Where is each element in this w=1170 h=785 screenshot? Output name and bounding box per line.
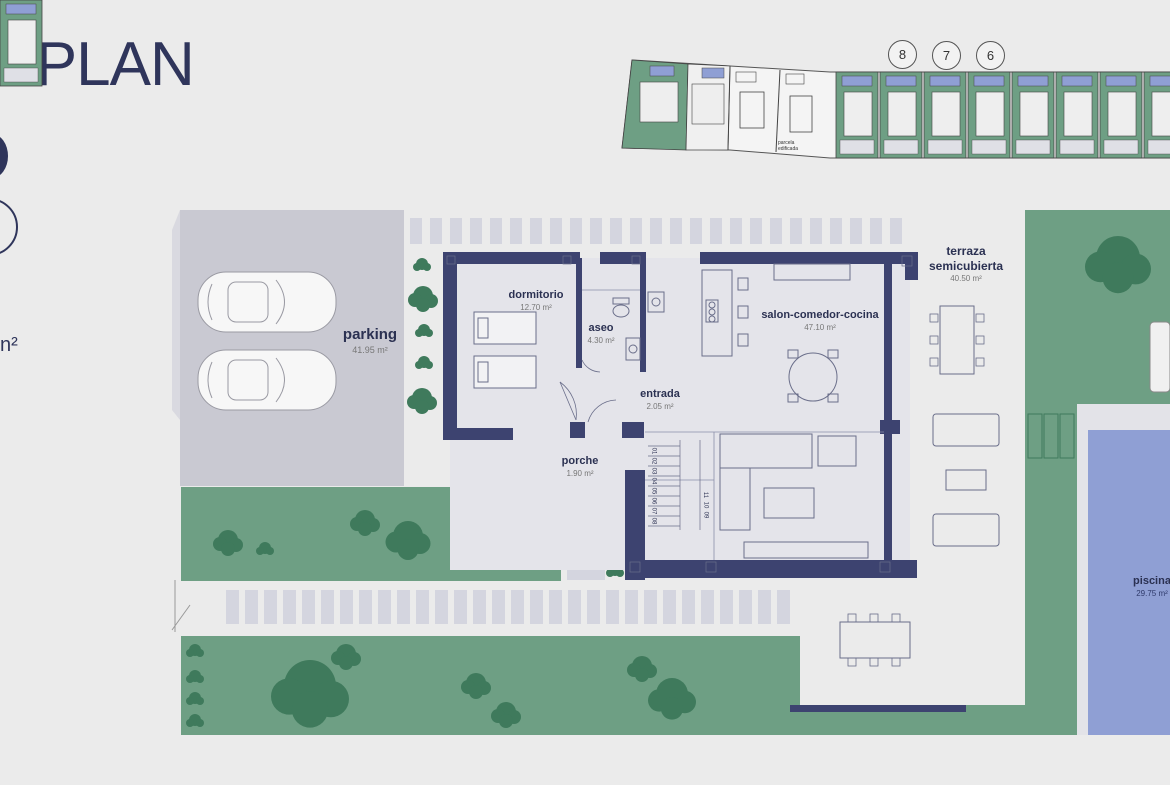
stair-step-08: 08 [650,517,657,525]
room-name: porche [561,455,599,467]
stair-step-05: 05 [650,487,657,495]
stair-step-11: 11 [702,491,709,499]
room-name: entrada [640,388,680,400]
room-label-dormitorio[interactable]: dormitorio 12.70 m² [496,289,576,313]
type-marker-filled [0,134,8,178]
room-name: dormitorio [508,289,564,301]
stair-step-01: 01 [650,447,657,455]
room-name: salon-comedor-cocina [761,309,879,321]
room-area: 41.95 m² [352,344,388,355]
stair-step-02: 02 [650,457,657,465]
area-unit-fragment: n² [0,334,18,356]
room-name: piscina [1133,575,1170,587]
svg-text:edificada: edificada [778,146,798,152]
stair-step-03: 03 [650,467,657,475]
site-map[interactable]: parcela edificada [0,0,1170,159]
stair-step-04: 04 [650,477,657,485]
parking-area [180,210,404,486]
room-label-porche[interactable]: porche 1.90 m² [554,455,606,479]
pool [1088,430,1170,735]
plot-number-7[interactable]: 7 [932,41,961,70]
room-label-parking[interactable]: parking 41.95 m² [322,326,418,356]
stair-step-10: 10 [702,501,709,509]
room-label-aseo[interactable]: aseo 4.30 m² [578,322,624,346]
stair-step-06: 06 [650,497,657,505]
room-label-terraza-semicubierta[interactable]: terraza semicubierta 40.50 m² [918,244,1014,284]
svg-text:parcela: parcela [778,140,795,146]
stair-step-09: 09 [702,511,709,519]
plot-number-6[interactable]: 6 [976,41,1005,70]
room-area: 29.75 m² [1136,588,1168,598]
room-label-salon-comedor-cocina[interactable]: salon-comedor-cocina 47.10 m² [752,309,888,333]
room-area: 1.90 m² [566,468,594,478]
room-name: semicubierta [928,259,1004,273]
room-name: aseo [588,322,614,334]
room-area: 47.10 m² [804,322,836,332]
room-name: terraza [946,244,986,258]
stair-step-07: 07 [650,507,657,515]
room-label-entrada[interactable]: entrada 2.05 m² [632,388,688,412]
room-label-piscina[interactable]: piscina 29.75 m² [1122,575,1170,599]
room-area: 2.05 m² [646,401,674,411]
room-area: 40.50 m² [950,274,982,283]
walls [443,252,918,580]
room-name: parking [342,326,398,343]
room-area: 12.70 m² [520,302,552,312]
garden-right [1025,210,1170,405]
plot-number-8[interactable]: 8 [888,40,917,69]
room-area: 4.30 m² [587,335,615,345]
